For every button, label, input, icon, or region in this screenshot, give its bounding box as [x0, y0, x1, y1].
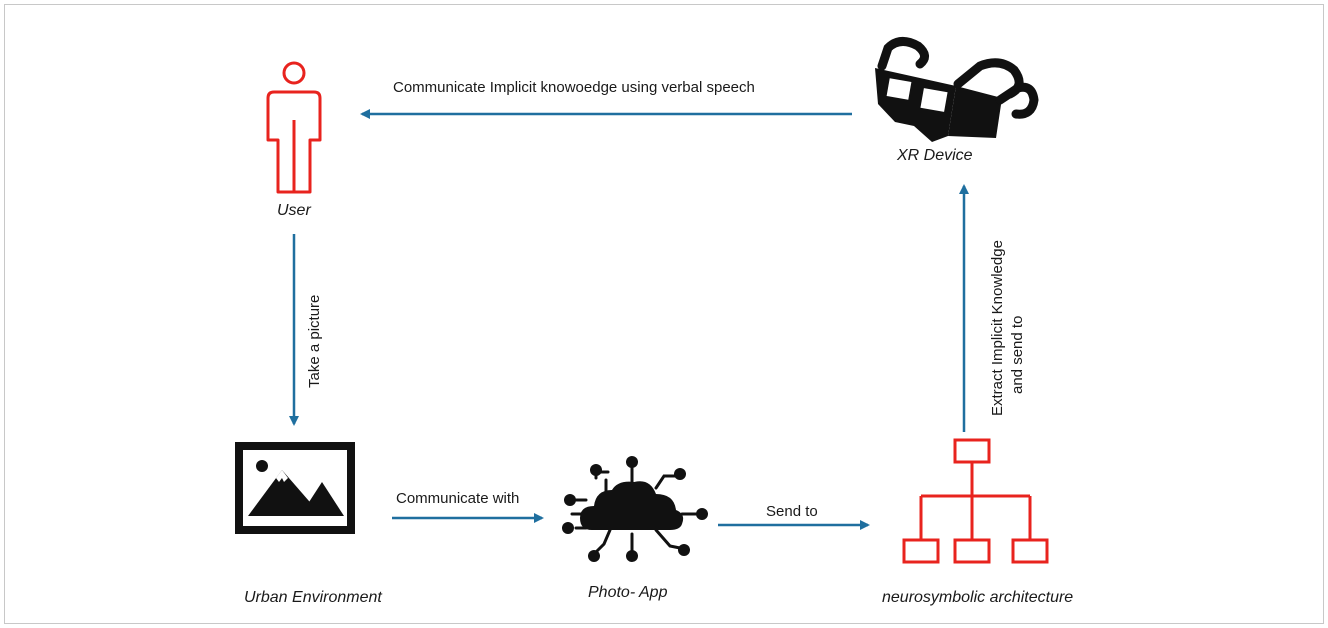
3d-glasses-icon [875, 37, 1039, 142]
urban-environment-label: Urban Environment [244, 589, 382, 606]
edge-label-app-to-neuro: Send to [766, 503, 818, 520]
edge-label-neuro-to-xr-line1: Extract Implicit Knowledge [989, 240, 1006, 416]
edge-label-urban-to-app: Communicate with [396, 490, 520, 507]
person-icon [266, 61, 322, 194]
landscape-picture-icon [235, 442, 355, 534]
edge-label-xr-to-user: Communicate Implicit knowoedge using ver… [393, 79, 755, 96]
cloud-network-icon [562, 456, 708, 562]
photo-app-label: Photo- App [588, 584, 668, 601]
neurosymbolic-label: neurosymbolic architecture [882, 589, 1074, 606]
edge-label-neuro-to-xr-line2: and send to [1009, 315, 1026, 394]
user-label: User [277, 202, 311, 219]
edge-label-user-to-urban: Take a picture [306, 294, 323, 388]
hierarchy-icon [902, 438, 1049, 564]
xr-device-label: XR Device [897, 147, 973, 164]
